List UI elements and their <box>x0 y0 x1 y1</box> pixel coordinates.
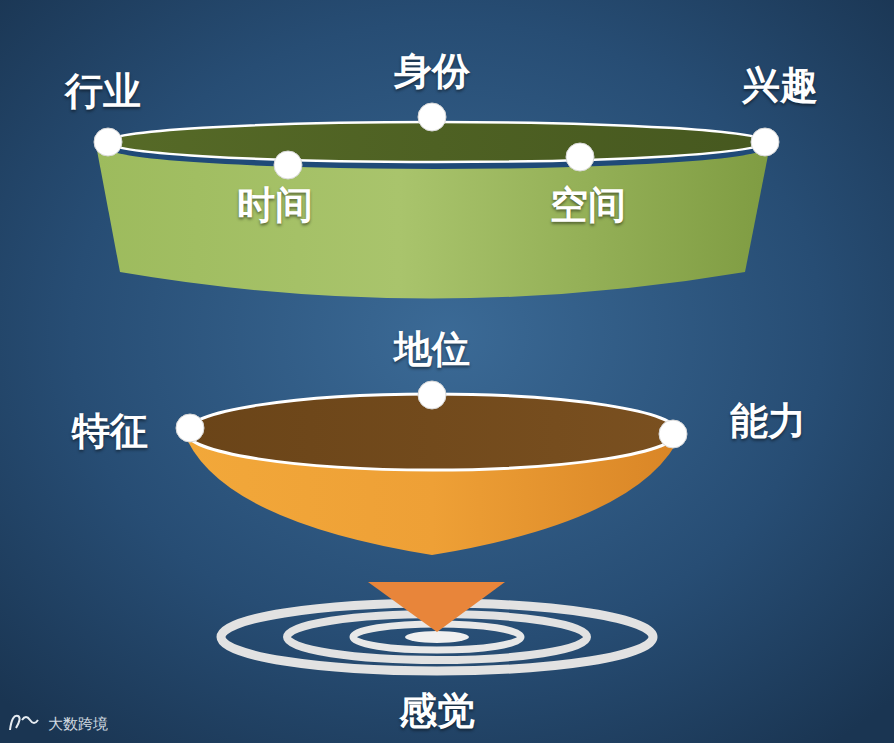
green-rim-dots <box>94 103 779 179</box>
rim-label: 时间 <box>237 185 313 227</box>
rim-label: 行业 <box>65 71 141 113</box>
rim-label: 身份 <box>394 51 470 93</box>
pointer-triangle <box>368 582 505 632</box>
rim-label: 地位 <box>394 329 470 371</box>
rim-label: 特征 <box>72 411 148 453</box>
watermark: 大数跨境 <box>48 716 108 733</box>
rim-label: 空间 <box>550 185 626 227</box>
orange-rim-dots <box>176 381 687 448</box>
rim-label: 能力 <box>730 401 806 443</box>
rim-label: 兴趣 <box>742 65 818 107</box>
watermark-icon <box>10 716 38 730</box>
target-label: 感觉 <box>399 691 475 733</box>
